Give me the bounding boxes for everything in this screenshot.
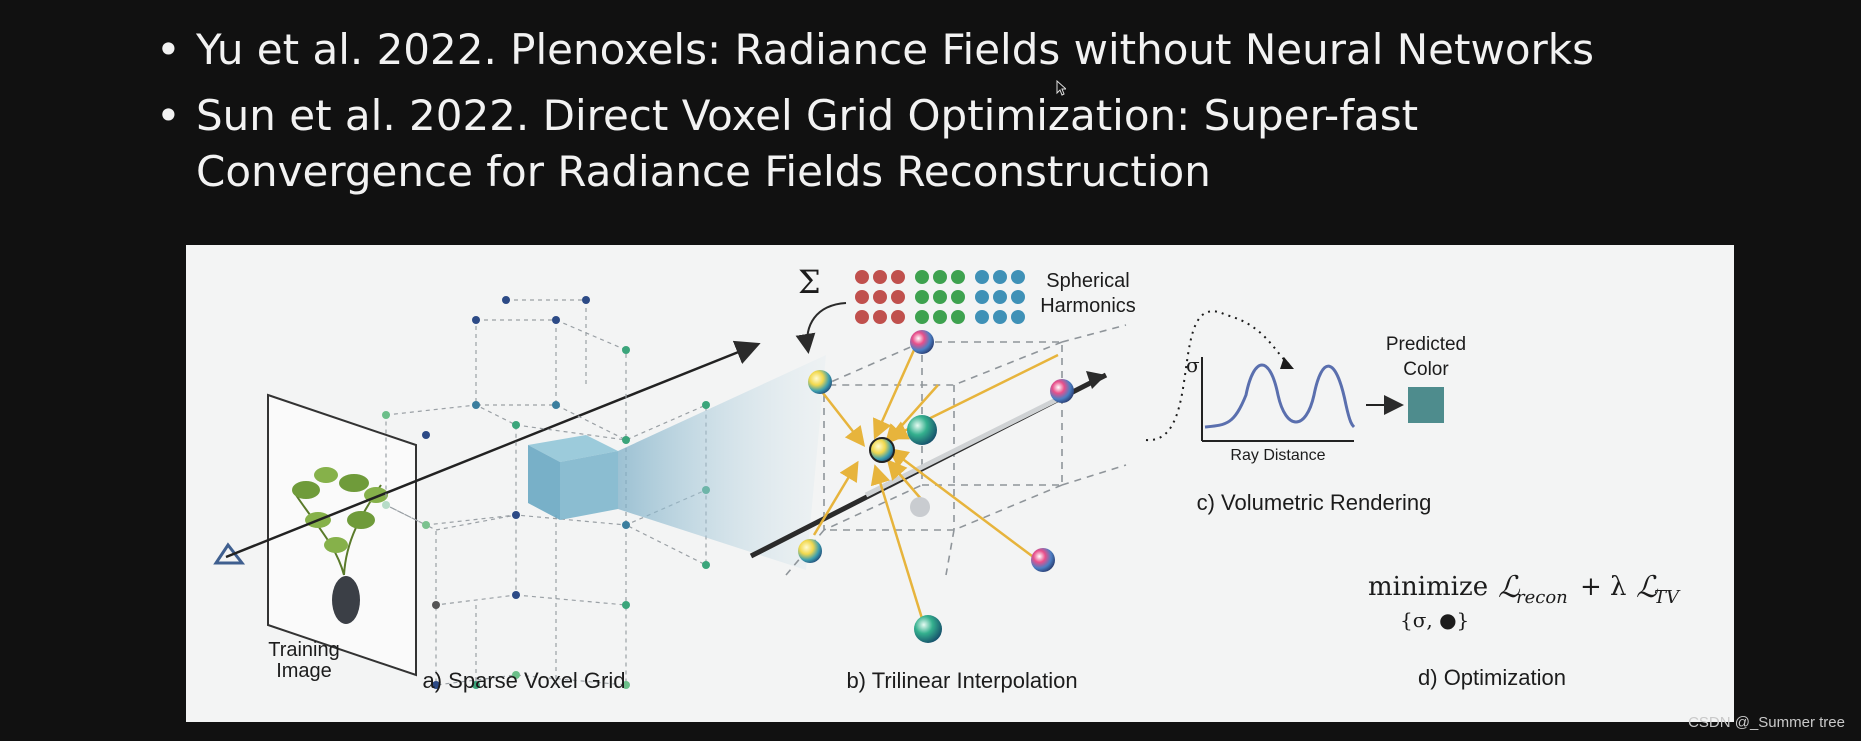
ray-distance-label: Ray Distance <box>1230 447 1325 464</box>
ray-arrowhead-icon <box>1086 371 1106 389</box>
zoom-beam <box>618 355 826 570</box>
loss-recon-subscript: recon <box>1516 587 1568 608</box>
loss-tv-symbol: ℒ <box>1636 570 1659 605</box>
mouse-cursor-icon <box>1056 80 1066 96</box>
bullet-marker: • <box>156 91 181 140</box>
bullet-marker: • <box>156 25 181 74</box>
minimize-over-set: {σ, ●} <box>1400 608 1469 632</box>
plus-lambda: + λ <box>1580 572 1627 602</box>
predicted-color-swatch <box>1408 387 1444 423</box>
plenoxels-figure: Training Image <box>186 245 1734 722</box>
sum-arrow <box>795 302 847 354</box>
predicted-color-label: Color <box>1403 359 1449 380</box>
bullet-line: Yu et al. 2022. Plenoxels: Radiance Fiel… <box>196 25 1594 74</box>
bullet-line: Convergence for Radiance Fields Reconstr… <box>196 147 1211 196</box>
density-plot: σ Ray Distance <box>1186 353 1356 464</box>
camera-icon <box>213 542 246 565</box>
panel-d-caption: d) Optimization <box>1418 665 1566 690</box>
dotted-connector-arrowhead-icon <box>1280 357 1294 369</box>
bullet-plenoxels: • Yu et al. 2022. Plenoxels: Radiance Fi… <box>156 22 1594 78</box>
predicted-color-label: Predicted <box>1386 334 1466 355</box>
corner-spheres <box>798 330 1074 643</box>
panel-b-caption: b) Trilinear Interpolation <box>846 668 1077 693</box>
minimize-text: minimize <box>1368 572 1488 602</box>
panel-c-caption: c) Volumetric Rendering <box>1197 490 1432 515</box>
spherical-harmonics-swatches <box>855 270 1025 324</box>
camera-ray <box>225 340 761 559</box>
grid-nodes <box>382 296 710 689</box>
bullet-dvgo: • Sun et al. 2022. Direct Voxel Grid Opt… <box>156 88 1594 200</box>
density-curve <box>1204 363 1356 429</box>
loss-tv-subscript: TV <box>1654 587 1681 608</box>
loss-recon-symbol: ℒ <box>1498 570 1521 605</box>
training-image-panel: Training Image <box>267 393 417 682</box>
bullet-line: Sun et al. 2022. Direct Voxel Grid Optim… <box>196 91 1419 140</box>
dotted-connector <box>1145 310 1291 442</box>
panel-a-caption: a) Sparse Voxel Grid <box>423 668 626 693</box>
optimization-formula: minimize ℒ recon + λ ℒ TV {σ, ●} <box>1368 570 1681 632</box>
sigma-axis-label: σ <box>1186 353 1200 377</box>
spherical-harmonics-label: Harmonics <box>1040 295 1136 317</box>
spherical-harmonics-label: Spherical <box>1046 270 1129 292</box>
slide-bullets: • Yu et al. 2022. Plenoxels: Radiance Fi… <box>156 22 1594 200</box>
highlighted-voxel <box>528 435 618 520</box>
csdn-watermark: CSDN @_Summer tree <box>1688 714 1845 731</box>
sum-symbol: Σ <box>798 263 821 301</box>
figure-canvas: Training Image <box>213 263 1681 693</box>
training-image-label: Image <box>276 660 332 682</box>
interpolated-sphere <box>869 437 895 463</box>
plant-icon <box>292 467 388 624</box>
interpolation-arrows <box>811 349 1059 626</box>
interpolation-ray-segment <box>864 392 1068 498</box>
training-image-label: Training <box>268 639 340 661</box>
